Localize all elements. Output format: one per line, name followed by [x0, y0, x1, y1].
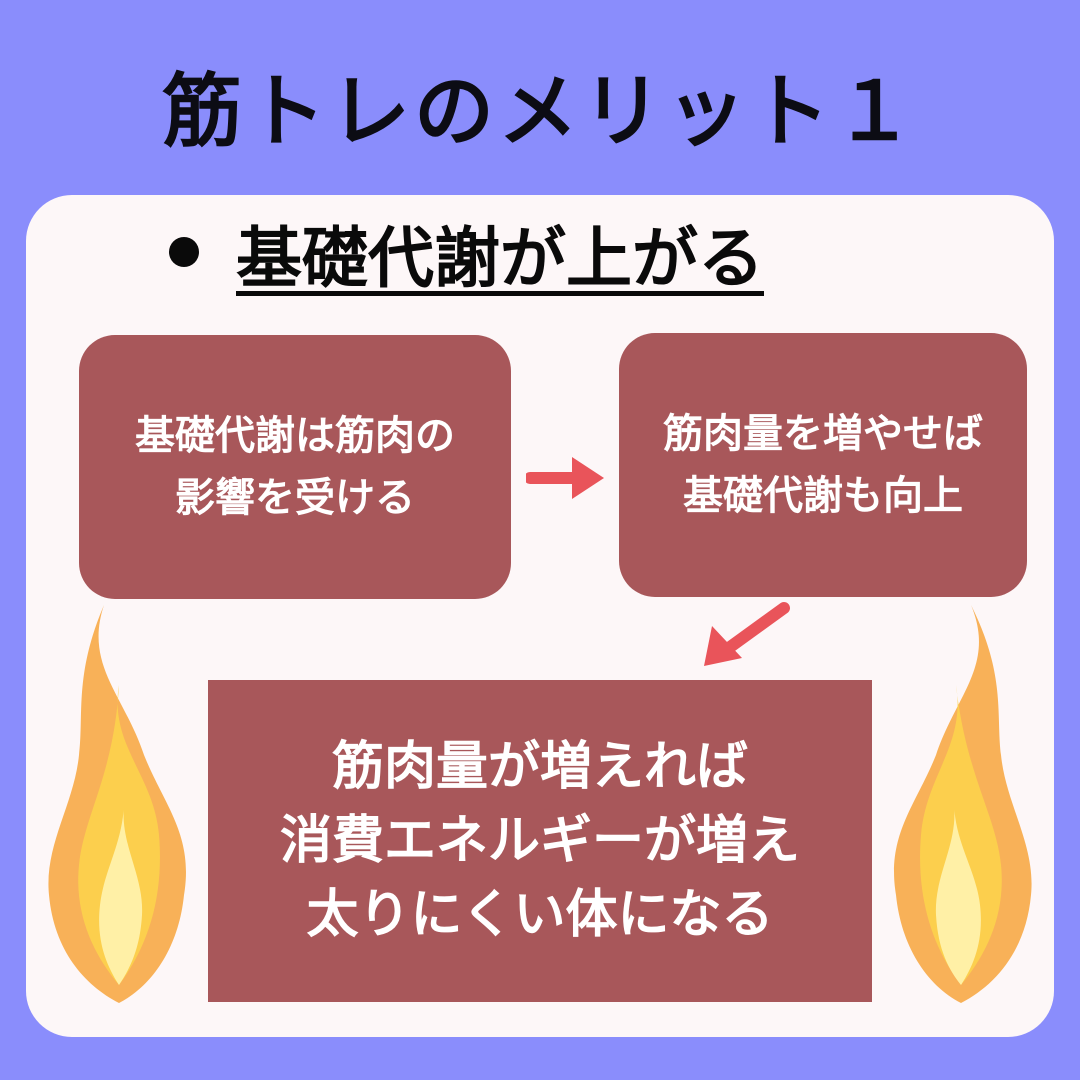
page-title: 筋トレのメリット１: [162, 65, 918, 158]
info-box-3-line-3: 太りにくい体になる: [306, 885, 774, 945]
info-box-3-line-2: 消費エネルギーが増え: [279, 811, 800, 871]
right-arrow-icon: [526, 457, 604, 499]
info-box-1-line-2: 影響を受ける: [175, 475, 415, 521]
down-left-arrow-icon: [704, 602, 790, 666]
info-box-1: 基礎代謝は筋肉の 影響を受ける: [79, 335, 511, 599]
info-box-1-line-1: 基礎代謝は筋肉の: [135, 413, 455, 459]
info-box-2: 筋肉量を増やせば 基礎代謝も向上: [619, 333, 1027, 597]
flame-icon: [48, 605, 186, 1003]
content-card: 基礎代謝が上がる 基礎代謝は筋肉の 影響を受ける 筋肉量を増やせば 基礎代謝も向…: [26, 195, 1054, 1037]
flame-icon: [894, 605, 1032, 1003]
info-box-2-line-1: 筋肉量を増やせば: [663, 411, 983, 457]
info-box-3-line-1: 筋肉量が増えれば: [331, 737, 748, 797]
bullet-dot: [169, 237, 199, 267]
info-box-3: 筋肉量が増えれば 消費エネルギーが増え 太りにくい体になる: [208, 680, 872, 1002]
section-heading: 基礎代謝が上がる: [236, 220, 764, 297]
info-box-2-line-2: 基礎代謝も向上: [683, 473, 963, 519]
